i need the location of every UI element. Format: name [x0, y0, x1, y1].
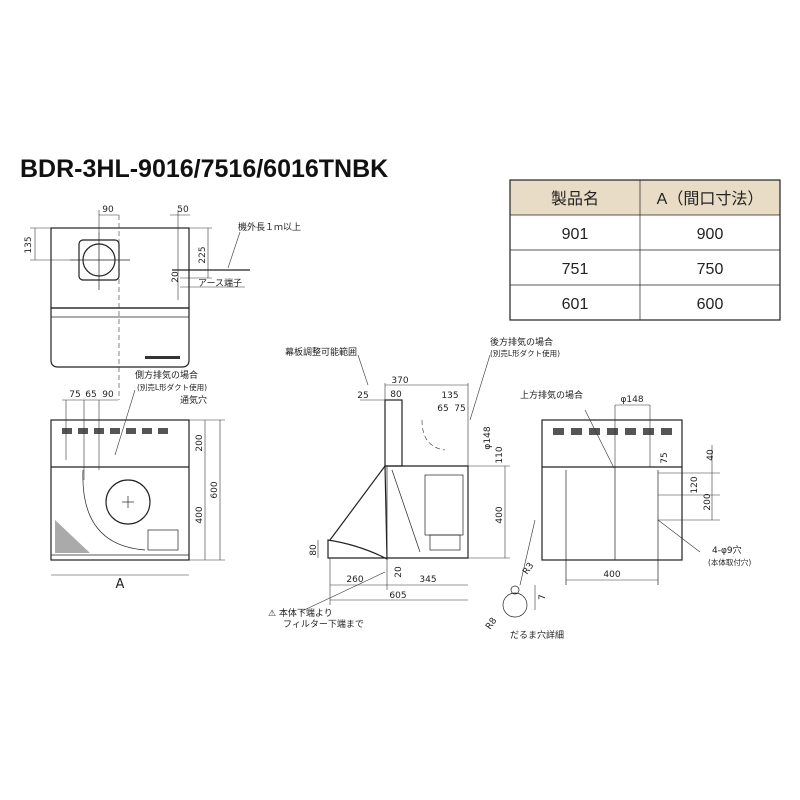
panel-note: 幕板調整可能範囲	[285, 346, 357, 358]
dim-label: 605	[389, 591, 406, 601]
top-view: 90 50 135 225 20 機外長１ｍ以上 アース端子	[24, 205, 301, 400]
table-cell: 751	[562, 261, 589, 278]
table-cell: 750	[697, 261, 724, 278]
table-cell: 600	[697, 296, 724, 313]
dim-label-a: A	[116, 577, 125, 592]
dim-label: 65	[437, 404, 448, 414]
side-exhaust-sub: (別売L形ダクト使用)	[137, 382, 207, 392]
dim-label: 50	[177, 205, 189, 215]
hole-sub: (本体取付穴)	[708, 557, 751, 567]
table-cell: 900	[697, 226, 724, 243]
dim-label: φ148	[620, 395, 643, 405]
dim-label: 80	[309, 544, 319, 556]
dim-label: 25	[357, 391, 368, 401]
dim-label: 75	[660, 452, 670, 463]
dim-label: 75	[454, 404, 465, 414]
side-exhaust-note: 側方排気の場合	[135, 369, 198, 381]
dim-label: 80	[390, 390, 402, 400]
dim-label: 20	[394, 566, 404, 578]
dim-label: 7	[538, 594, 548, 600]
dim-label: 65	[85, 390, 96, 400]
dim-label: 135	[24, 236, 34, 253]
dim-label: 75	[69, 390, 80, 400]
dim-label: φ148	[483, 426, 493, 449]
dim-label: 110	[495, 446, 505, 463]
table-header: A（間口寸法）	[657, 190, 764, 208]
dim-label: 200	[703, 493, 713, 510]
dim-label: 345	[419, 575, 436, 585]
dim-label: 20	[171, 271, 181, 283]
dim-label: 90	[102, 390, 114, 400]
dim-label: 400	[495, 506, 505, 523]
keyhole-note: だるま穴詳細	[510, 629, 564, 641]
cord-note: 機外長１ｍ以上	[238, 221, 301, 233]
dim-label: R3	[521, 561, 536, 577]
vent-note: 通気穴	[180, 394, 207, 406]
warning-note: ⚠ 本体下端より	[268, 607, 333, 619]
top-exhaust-note: 上方排気の場合	[520, 389, 583, 401]
rear-exhaust-sub: (別売L形ダクト使用)	[490, 348, 560, 358]
dim-label: 225	[198, 246, 208, 263]
side-view: 幕板調整可能範囲 後方排気の場合 (別売L形ダクト使用) 370 25 80 1…	[268, 336, 560, 630]
table-header: 製品名	[551, 190, 599, 208]
dim-label: 400	[603, 570, 620, 580]
dim-label: 135	[441, 391, 458, 401]
earth-note: アース端子	[198, 277, 242, 289]
dim-label: R8	[484, 616, 499, 632]
front-view: 側方排気の場合 (別売L形ダクト使用) 通気穴 75 65 90 200 400…	[50, 369, 225, 592]
hole-note: 4-φ9穴	[712, 544, 742, 556]
dim-label: 370	[391, 376, 408, 386]
table-cell: 601	[562, 296, 589, 313]
dim-label: 200	[195, 434, 205, 451]
size-table: 製品名 A（間口寸法） 901 900 751 750 601 600	[509, 179, 781, 321]
dim-label: 260	[346, 575, 363, 585]
dim-label: 120	[690, 476, 700, 493]
table-header-bg	[510, 180, 780, 215]
rear-view: 上方排気の場合 φ148 75 40 120 200 400 4-φ9穴 (本体…	[484, 389, 751, 641]
dim-label: 40	[706, 449, 716, 461]
rear-exhaust-note: 後方排気の場合	[490, 336, 553, 348]
dim-label: 400	[195, 506, 205, 523]
table-cell: 901	[562, 226, 589, 243]
model-title: BDR-3HL-9016/7516/6016TNBK	[20, 155, 388, 183]
dim-label: 90	[102, 205, 114, 215]
warning-note: フィルター下端まで	[283, 618, 364, 630]
dim-label: 600	[210, 481, 220, 498]
